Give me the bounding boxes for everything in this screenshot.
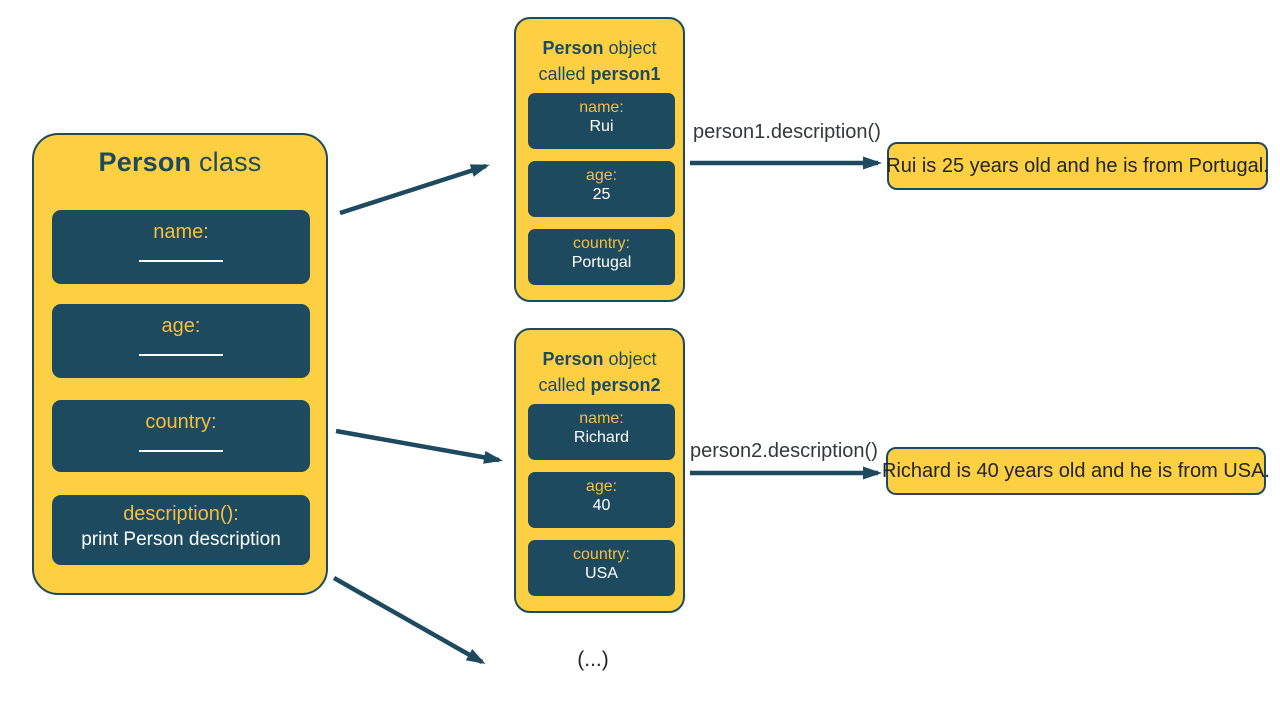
person1-title-line2: called person1: [516, 61, 683, 87]
class-title-bold: Person: [98, 147, 192, 177]
class-field-age-label: age:: [161, 315, 201, 337]
blank-underline: [139, 260, 223, 262]
class-field-description-sub: print Person description: [81, 529, 281, 550]
person1-title-prefix: called: [538, 64, 591, 84]
person2-title-name: person2: [590, 375, 661, 395]
person1-call-label: person1.description(): [693, 121, 881, 143]
person2-age-label: age:: [585, 478, 618, 495]
person1-object-box: Person object called person1 name: Rui a…: [514, 17, 685, 302]
class-field-age: age:: [52, 304, 310, 378]
class-field-description-label: description():: [123, 503, 239, 525]
person2-country-label: country:: [573, 546, 630, 563]
person1-field-age: age: 25: [528, 161, 675, 217]
person1-country-label: country:: [573, 235, 630, 252]
arrow-class-to-person2: [335, 428, 503, 464]
person2-name-value: Richard: [573, 429, 630, 446]
class-field-country: country:: [52, 400, 310, 472]
class-field-country-label: country:: [145, 411, 217, 433]
more-objects-ellipsis: (...): [577, 648, 609, 671]
person2-object-box: Person object called person2 name: Richa…: [514, 328, 685, 613]
person2-result-box: Richard is 40 years old and he is from U…: [882, 447, 1270, 495]
person2-country-value: USA: [585, 565, 618, 582]
class-title-rest: class: [191, 147, 262, 177]
person2-field-name: name: Richard: [528, 404, 675, 460]
arrow-class-to-person1: [339, 163, 490, 216]
person2-call-label: person2.description(): [690, 440, 878, 462]
blank-underline: [139, 354, 223, 356]
class-field-description: description(): print Person description: [52, 495, 310, 565]
person2-title-line1: Person object: [516, 346, 683, 372]
person2-title: Person object called person2: [516, 346, 683, 398]
person2-name-label: name:: [579, 410, 624, 427]
person1-name-value: Rui: [589, 118, 614, 135]
arrow-class-to-ellipsis: [332, 576, 486, 664]
blank-underline: [139, 450, 223, 452]
person2-title-line2: called person2: [516, 372, 683, 398]
person-class-box: Person class name: age: country: descrip…: [32, 133, 328, 595]
person2-title-prefix: called: [538, 375, 591, 395]
person1-title-name: person1: [590, 64, 661, 84]
person2-age-value: 40: [592, 497, 611, 514]
person2-field-age: age: 40: [528, 472, 675, 528]
person2-title-rest: object: [603, 349, 657, 369]
person1-title-bold: Person: [542, 38, 604, 58]
person1-title: Person object called person1: [516, 35, 683, 87]
class-title: Person class: [34, 147, 326, 178]
person1-name-label: name:: [579, 99, 624, 116]
person1-age-value: 25: [592, 186, 611, 203]
person1-country-value: Portugal: [571, 254, 632, 271]
class-field-name: name:: [52, 210, 310, 284]
person1-title-rest: object: [603, 38, 657, 58]
person1-field-name: name: Rui: [528, 93, 675, 149]
class-field-name-label: name:: [153, 221, 209, 243]
person1-result-box: Rui is 25 years old and he is from Portu…: [886, 142, 1269, 190]
person2-title-bold: Person: [542, 349, 604, 369]
person1-field-country: country: Portugal: [528, 229, 675, 285]
person1-title-line1: Person object: [516, 35, 683, 61]
person1-age-label: age:: [585, 167, 618, 184]
person2-field-country: country: USA: [528, 540, 675, 596]
